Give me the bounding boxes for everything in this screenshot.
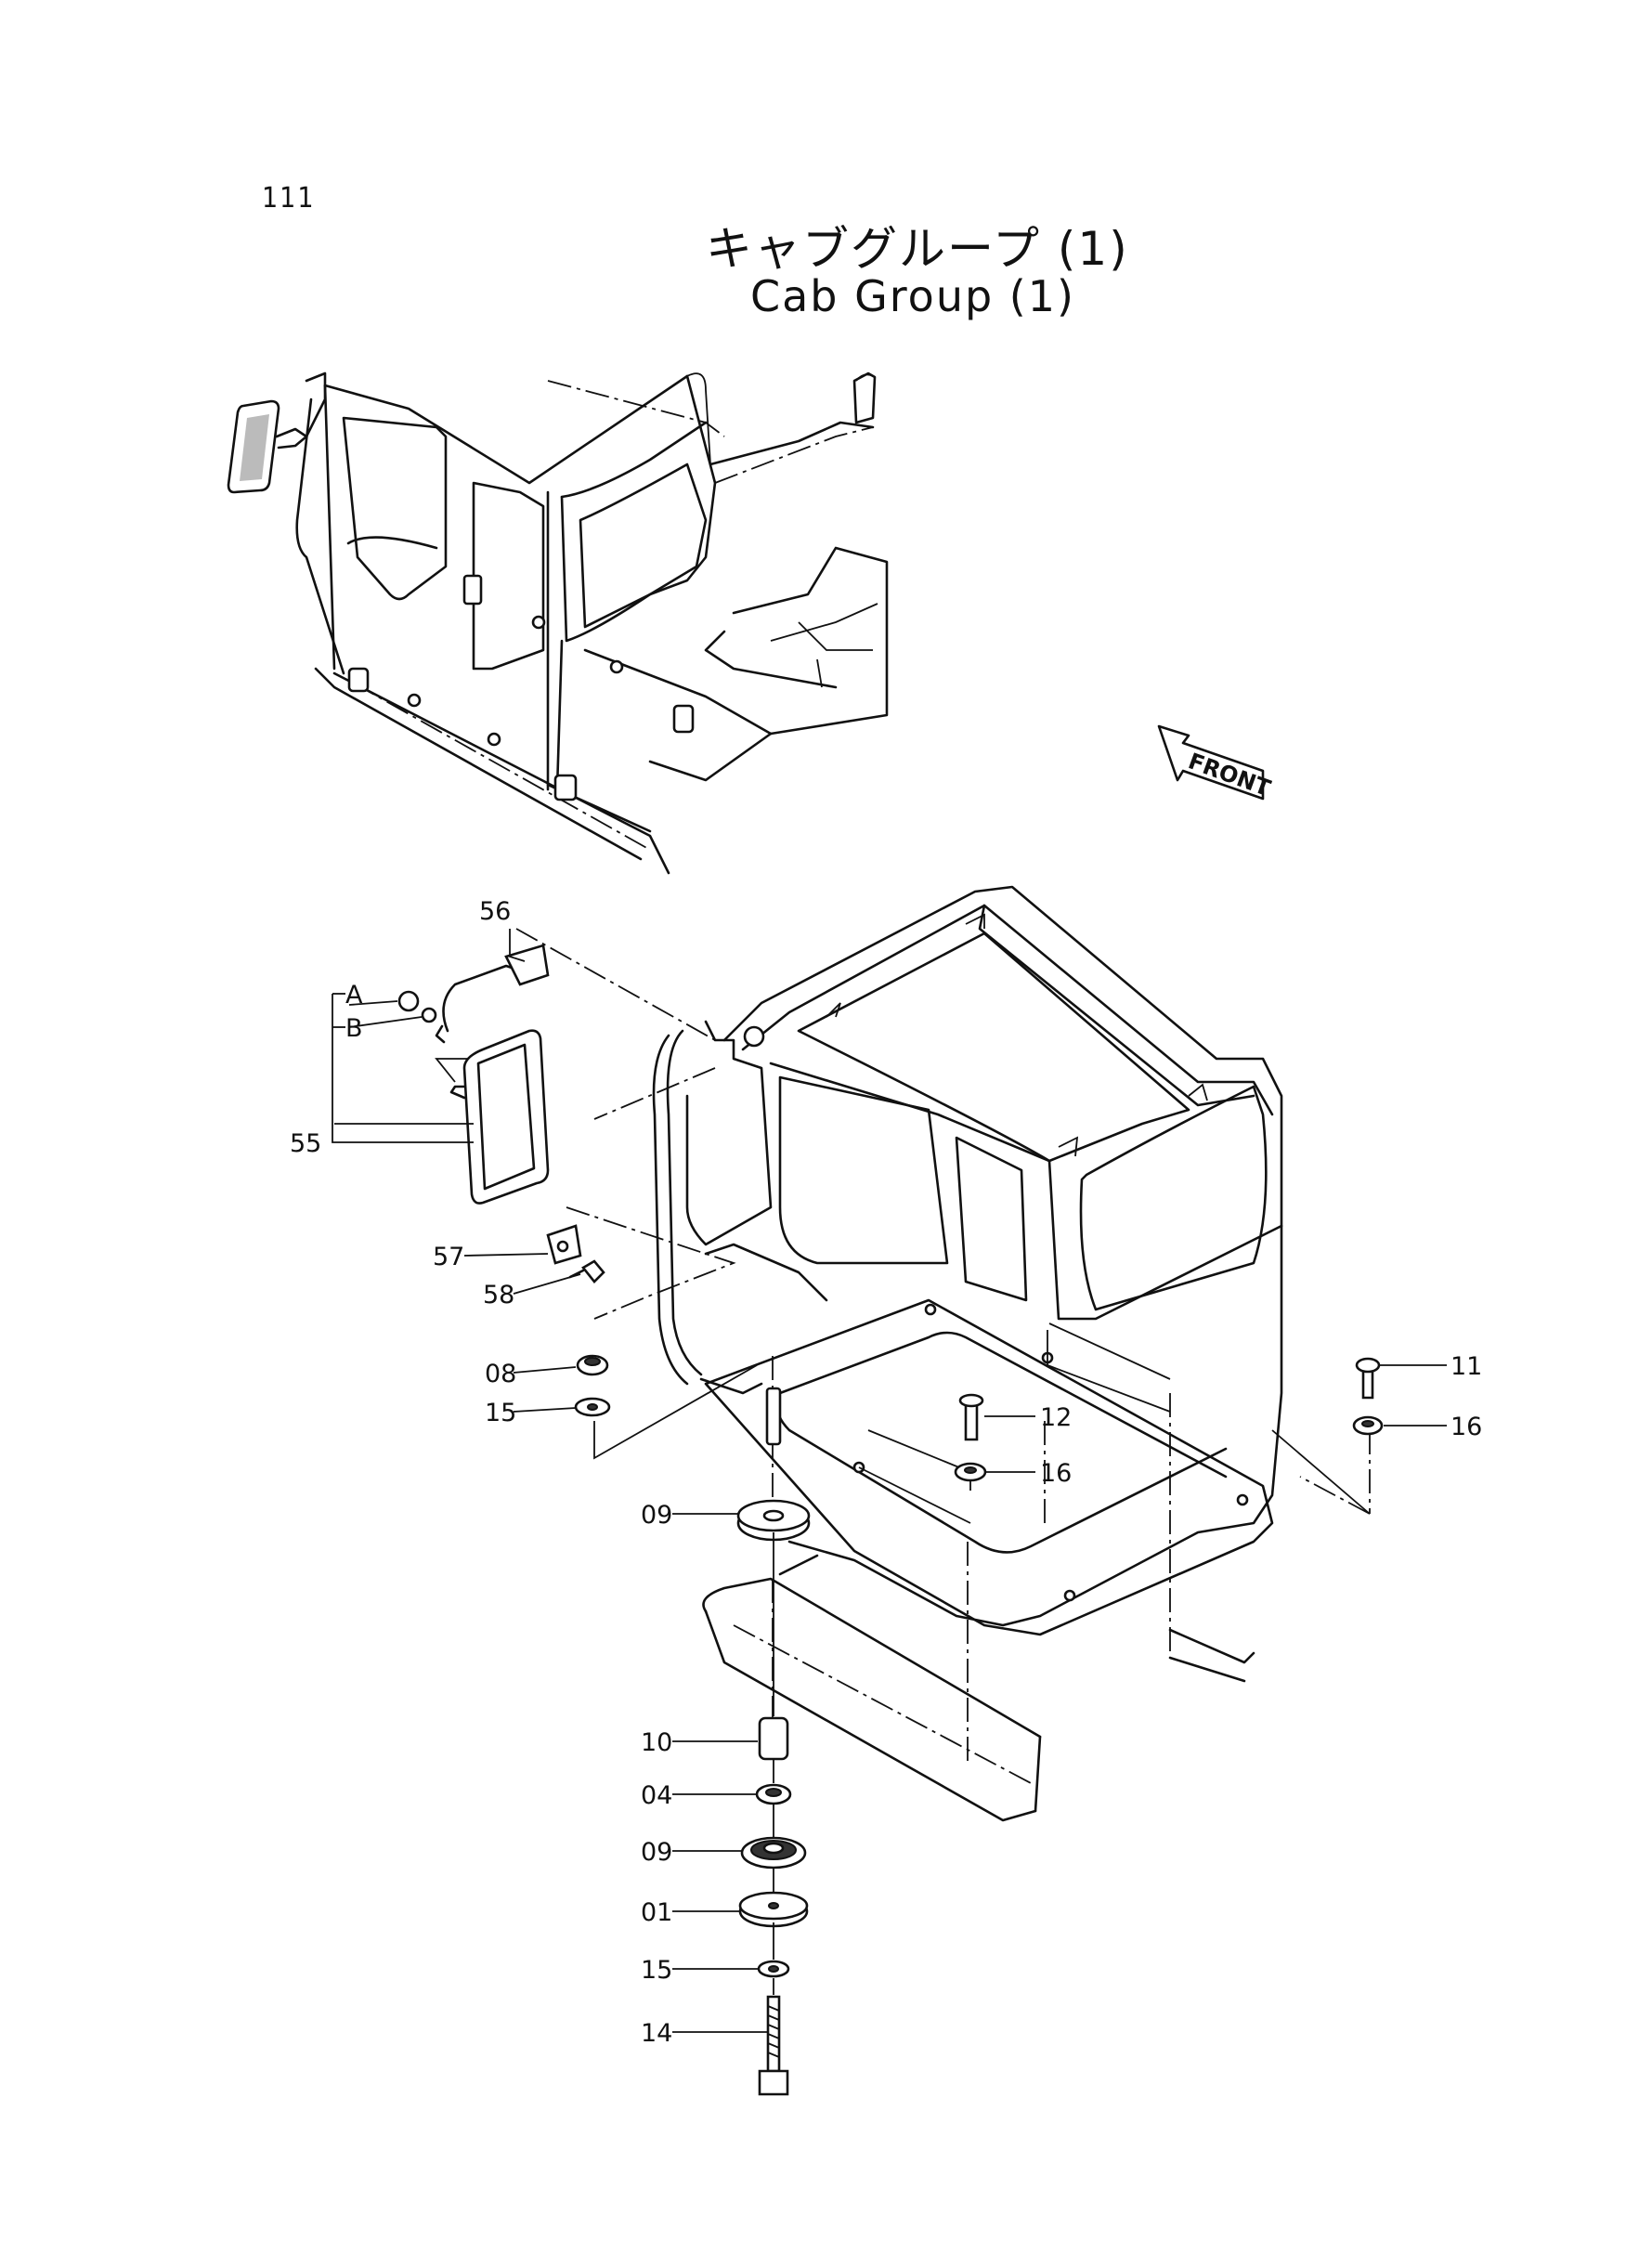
callout-57: 57 (433, 1243, 464, 1271)
mount-hardware-stack (574, 1354, 811, 2096)
mirror-bracket-and-bolt (546, 1224, 605, 1283)
cab-body-installed (295, 371, 889, 875)
callout-56: 56 (479, 897, 511, 926)
callout-16-left: 16 (1040, 1459, 1072, 1488)
callout-12: 12 (1040, 1403, 1072, 1432)
callout-55: 55 (290, 1129, 321, 1158)
front-direction-arrow: FRONT (1157, 724, 1274, 801)
page-number: 111 (262, 182, 316, 215)
title-japanese: キャブグループ (1) (706, 222, 1129, 276)
callout-B: B (345, 1014, 363, 1043)
callout-leader-lines (332, 929, 1447, 2033)
cab-shell (652, 885, 1283, 1822)
callout-14: 14 (641, 2019, 672, 2048)
mirror-assembly (397, 944, 550, 1205)
callout-08: 08 (485, 1360, 516, 1388)
callout-09-lower: 09 (641, 1838, 672, 1867)
alignment-lines (515, 928, 1371, 1765)
callout-58: 58 (483, 1281, 514, 1309)
callout-15-upper: 15 (485, 1399, 516, 1427)
title-english: Cab Group (1) (750, 271, 1075, 321)
callout-16-right: 16 (1450, 1413, 1482, 1441)
callout-numbers: 56 A B 55 57 58 08 15 09 10 04 09 01 15 … (290, 897, 1482, 2048)
callout-04: 04 (641, 1781, 672, 1810)
front-label: FRONT (1185, 748, 1274, 801)
side-mirror-installed (227, 371, 327, 494)
callout-A: A (345, 981, 363, 1010)
exploded-cab-view: 56 A B 55 57 58 08 15 09 10 04 09 01 15 … (290, 885, 1482, 2096)
callout-11: 11 (1450, 1352, 1482, 1381)
callout-15-lower: 15 (641, 1956, 672, 1985)
callout-10: 10 (641, 1728, 672, 1757)
assembled-cab-view: FRONT (227, 371, 1274, 875)
callout-09-upper: 09 (641, 1501, 672, 1530)
callout-01: 01 (641, 1898, 672, 1927)
floor-bolts-and-washers (954, 1357, 1384, 1482)
